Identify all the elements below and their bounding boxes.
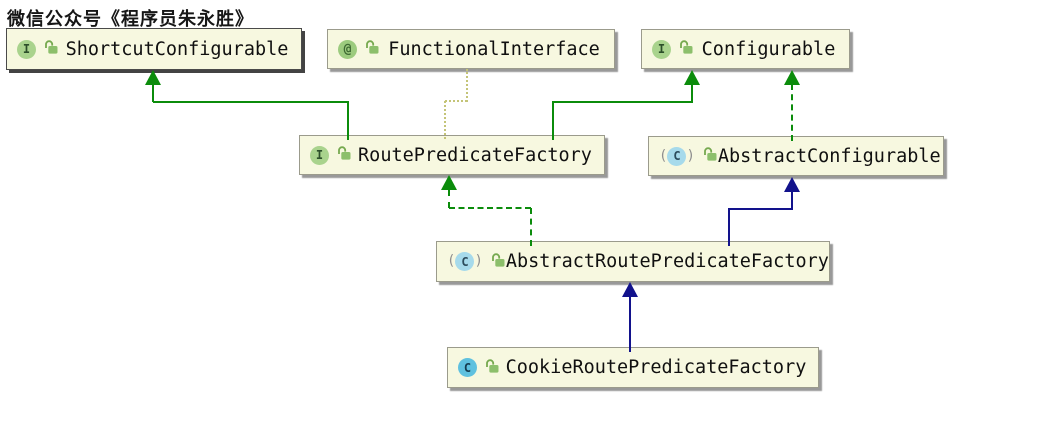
public-lock-icon	[490, 252, 506, 272]
public-lock-icon	[336, 145, 352, 165]
abstract-class-icon: ( C )	[659, 146, 695, 166]
extends-arrowhead	[784, 177, 800, 192]
annotation-icon: @	[338, 39, 357, 59]
abstract-class-icon: ( C )	[447, 252, 483, 271]
class-name: RoutePredicateFactory	[358, 144, 592, 166]
class-name: ShortcutConfigurable	[65, 38, 289, 60]
class-node-routepredicatefactory[interactable]: I RoutePredicateFactory	[299, 135, 605, 175]
class-name: Configurable	[701, 38, 836, 60]
class-node-functionalinterface[interactable]: @ FunctionalInterface	[327, 29, 615, 69]
class-icon: C	[458, 358, 477, 377]
implements-arrowhead	[441, 175, 457, 190]
public-lock-icon	[702, 146, 718, 166]
class-node-abstractconfigurable[interactable]: ( C ) AbstractConfigurable	[648, 136, 944, 176]
class-name: AbstractConfigurable	[717, 145, 941, 167]
class-name: AbstractRoutePredicateFactory	[505, 251, 829, 272]
watermark-text: 微信公众号《程序员朱永胜》	[7, 9, 254, 30]
implements-arrowhead	[684, 70, 700, 85]
class-name: CookieRoutePredicateFactory	[505, 357, 807, 378]
class-node-abstractroutepredicatefactory[interactable]: ( C ) AbstractRoutePredicateFactory	[436, 241, 830, 282]
extends-arrowhead	[622, 282, 638, 297]
public-lock-icon	[43, 39, 59, 59]
implements-arrowhead	[784, 70, 800, 85]
interface-icon: I	[652, 39, 671, 59]
implements-arrowhead	[145, 70, 161, 85]
interface-icon: I	[310, 145, 329, 165]
class-node-shortcutconfigurable[interactable]: I ShortcutConfigurable	[6, 28, 302, 70]
class-node-configurable[interactable]: I Configurable	[641, 29, 850, 69]
public-lock-icon	[484, 358, 500, 378]
class-node-cookieroutepredicatefactory[interactable]: C CookieRoutePredicateFactory	[447, 347, 819, 388]
public-lock-icon	[364, 39, 380, 59]
public-lock-icon	[678, 39, 694, 59]
interface-icon: I	[17, 39, 36, 59]
class-name: FunctionalInterface	[388, 38, 600, 60]
